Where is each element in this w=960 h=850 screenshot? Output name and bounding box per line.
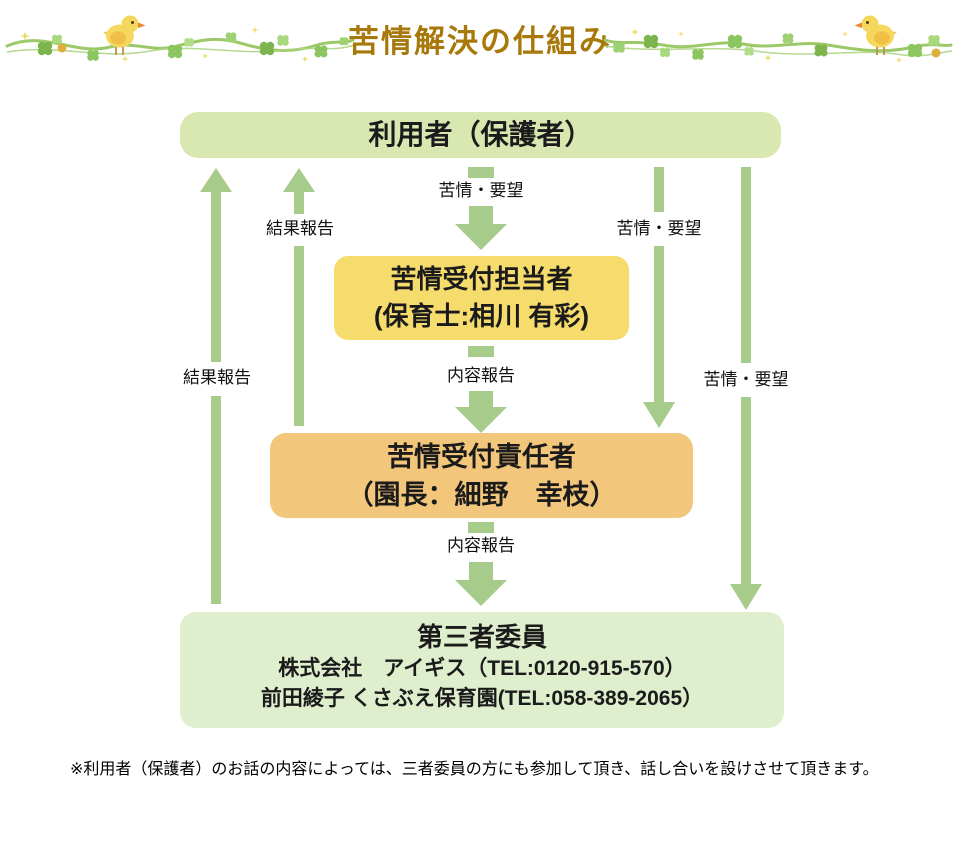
arrow-label-complaint-top: 苦情・要望 bbox=[435, 181, 527, 201]
complaint-inner-line bbox=[654, 167, 664, 212]
arrow-down-head bbox=[455, 407, 507, 433]
arrow-label-content-lower: 内容報告 bbox=[444, 536, 518, 556]
arrow-segment bbox=[468, 346, 494, 357]
arrow-down-stem bbox=[469, 391, 493, 407]
arrow-down-head bbox=[455, 224, 507, 250]
third-party-member-2: 前田綾子 くさぶえ保育園(TEL:058-389-2065） bbox=[260, 687, 704, 710]
arrow-down-head bbox=[455, 580, 507, 606]
complaint-inner-line bbox=[654, 246, 664, 402]
arrow-label-result-outer: 結果報告 bbox=[180, 368, 254, 388]
receiver-box-title: 苦情受付担当者 bbox=[390, 264, 573, 294]
third-party-member-1: 株式会社 アイギス（TEL:0120-915-570） bbox=[278, 657, 686, 680]
page-title: 苦情解決の仕組み bbox=[348, 24, 612, 59]
vine-decoration-left bbox=[5, 14, 355, 63]
manager-box: 苦情受付責任者 （園長：細野 幸枝） bbox=[270, 433, 693, 518]
footnote: ※利用者（保護者）のお話の内容によっては、三者委員の方にも参加して頂き、話し合い… bbox=[70, 761, 879, 778]
user-box-label: 利用者（保護者） bbox=[368, 119, 593, 150]
arrow-down-stem bbox=[469, 562, 493, 580]
result-report-outer-line bbox=[211, 396, 221, 604]
third-party-box: 第三者委員 株式会社 アイギス（TEL:0120-915-570） 前田綾子 く… bbox=[180, 612, 784, 728]
manager-box-person: （園長：細野 幸枝） bbox=[346, 480, 617, 510]
result-report-inner-arrowhead bbox=[283, 168, 315, 192]
third-party-box-title: 第三者委員 bbox=[416, 622, 547, 652]
receiver-box: 苦情受付担当者 (保育士:相川 有彩) bbox=[334, 256, 629, 340]
result-report-outer-line bbox=[211, 190, 221, 362]
vine-decoration-right bbox=[603, 14, 953, 64]
result-report-inner-line bbox=[294, 190, 304, 214]
complaint-outer-arrowhead bbox=[730, 584, 762, 610]
bird-icon-left bbox=[102, 14, 147, 56]
arrow-label-result-inner: 結果報告 bbox=[263, 219, 337, 239]
arrow-label-complaint-outer: 苦情・要望 bbox=[700, 370, 792, 390]
result-report-outer-arrowhead bbox=[200, 168, 232, 192]
complaint-outer-line bbox=[741, 397, 751, 584]
arrow-label-complaint-inner: 苦情・要望 bbox=[613, 219, 705, 239]
complaint-inner-arrowhead bbox=[643, 402, 675, 428]
arrow-down-stem bbox=[469, 206, 493, 224]
user-box: 利用者（保護者） bbox=[180, 112, 781, 158]
arrow-label-content-mid: 内容報告 bbox=[444, 366, 518, 386]
complaint-outer-line bbox=[741, 167, 751, 363]
manager-box-title: 苦情受付責任者 bbox=[387, 442, 576, 472]
arrow-segment bbox=[468, 522, 494, 533]
result-report-inner-line bbox=[294, 246, 304, 426]
arrow-segment bbox=[468, 167, 494, 178]
receiver-box-person: (保育士:相川 有彩) bbox=[373, 301, 590, 331]
